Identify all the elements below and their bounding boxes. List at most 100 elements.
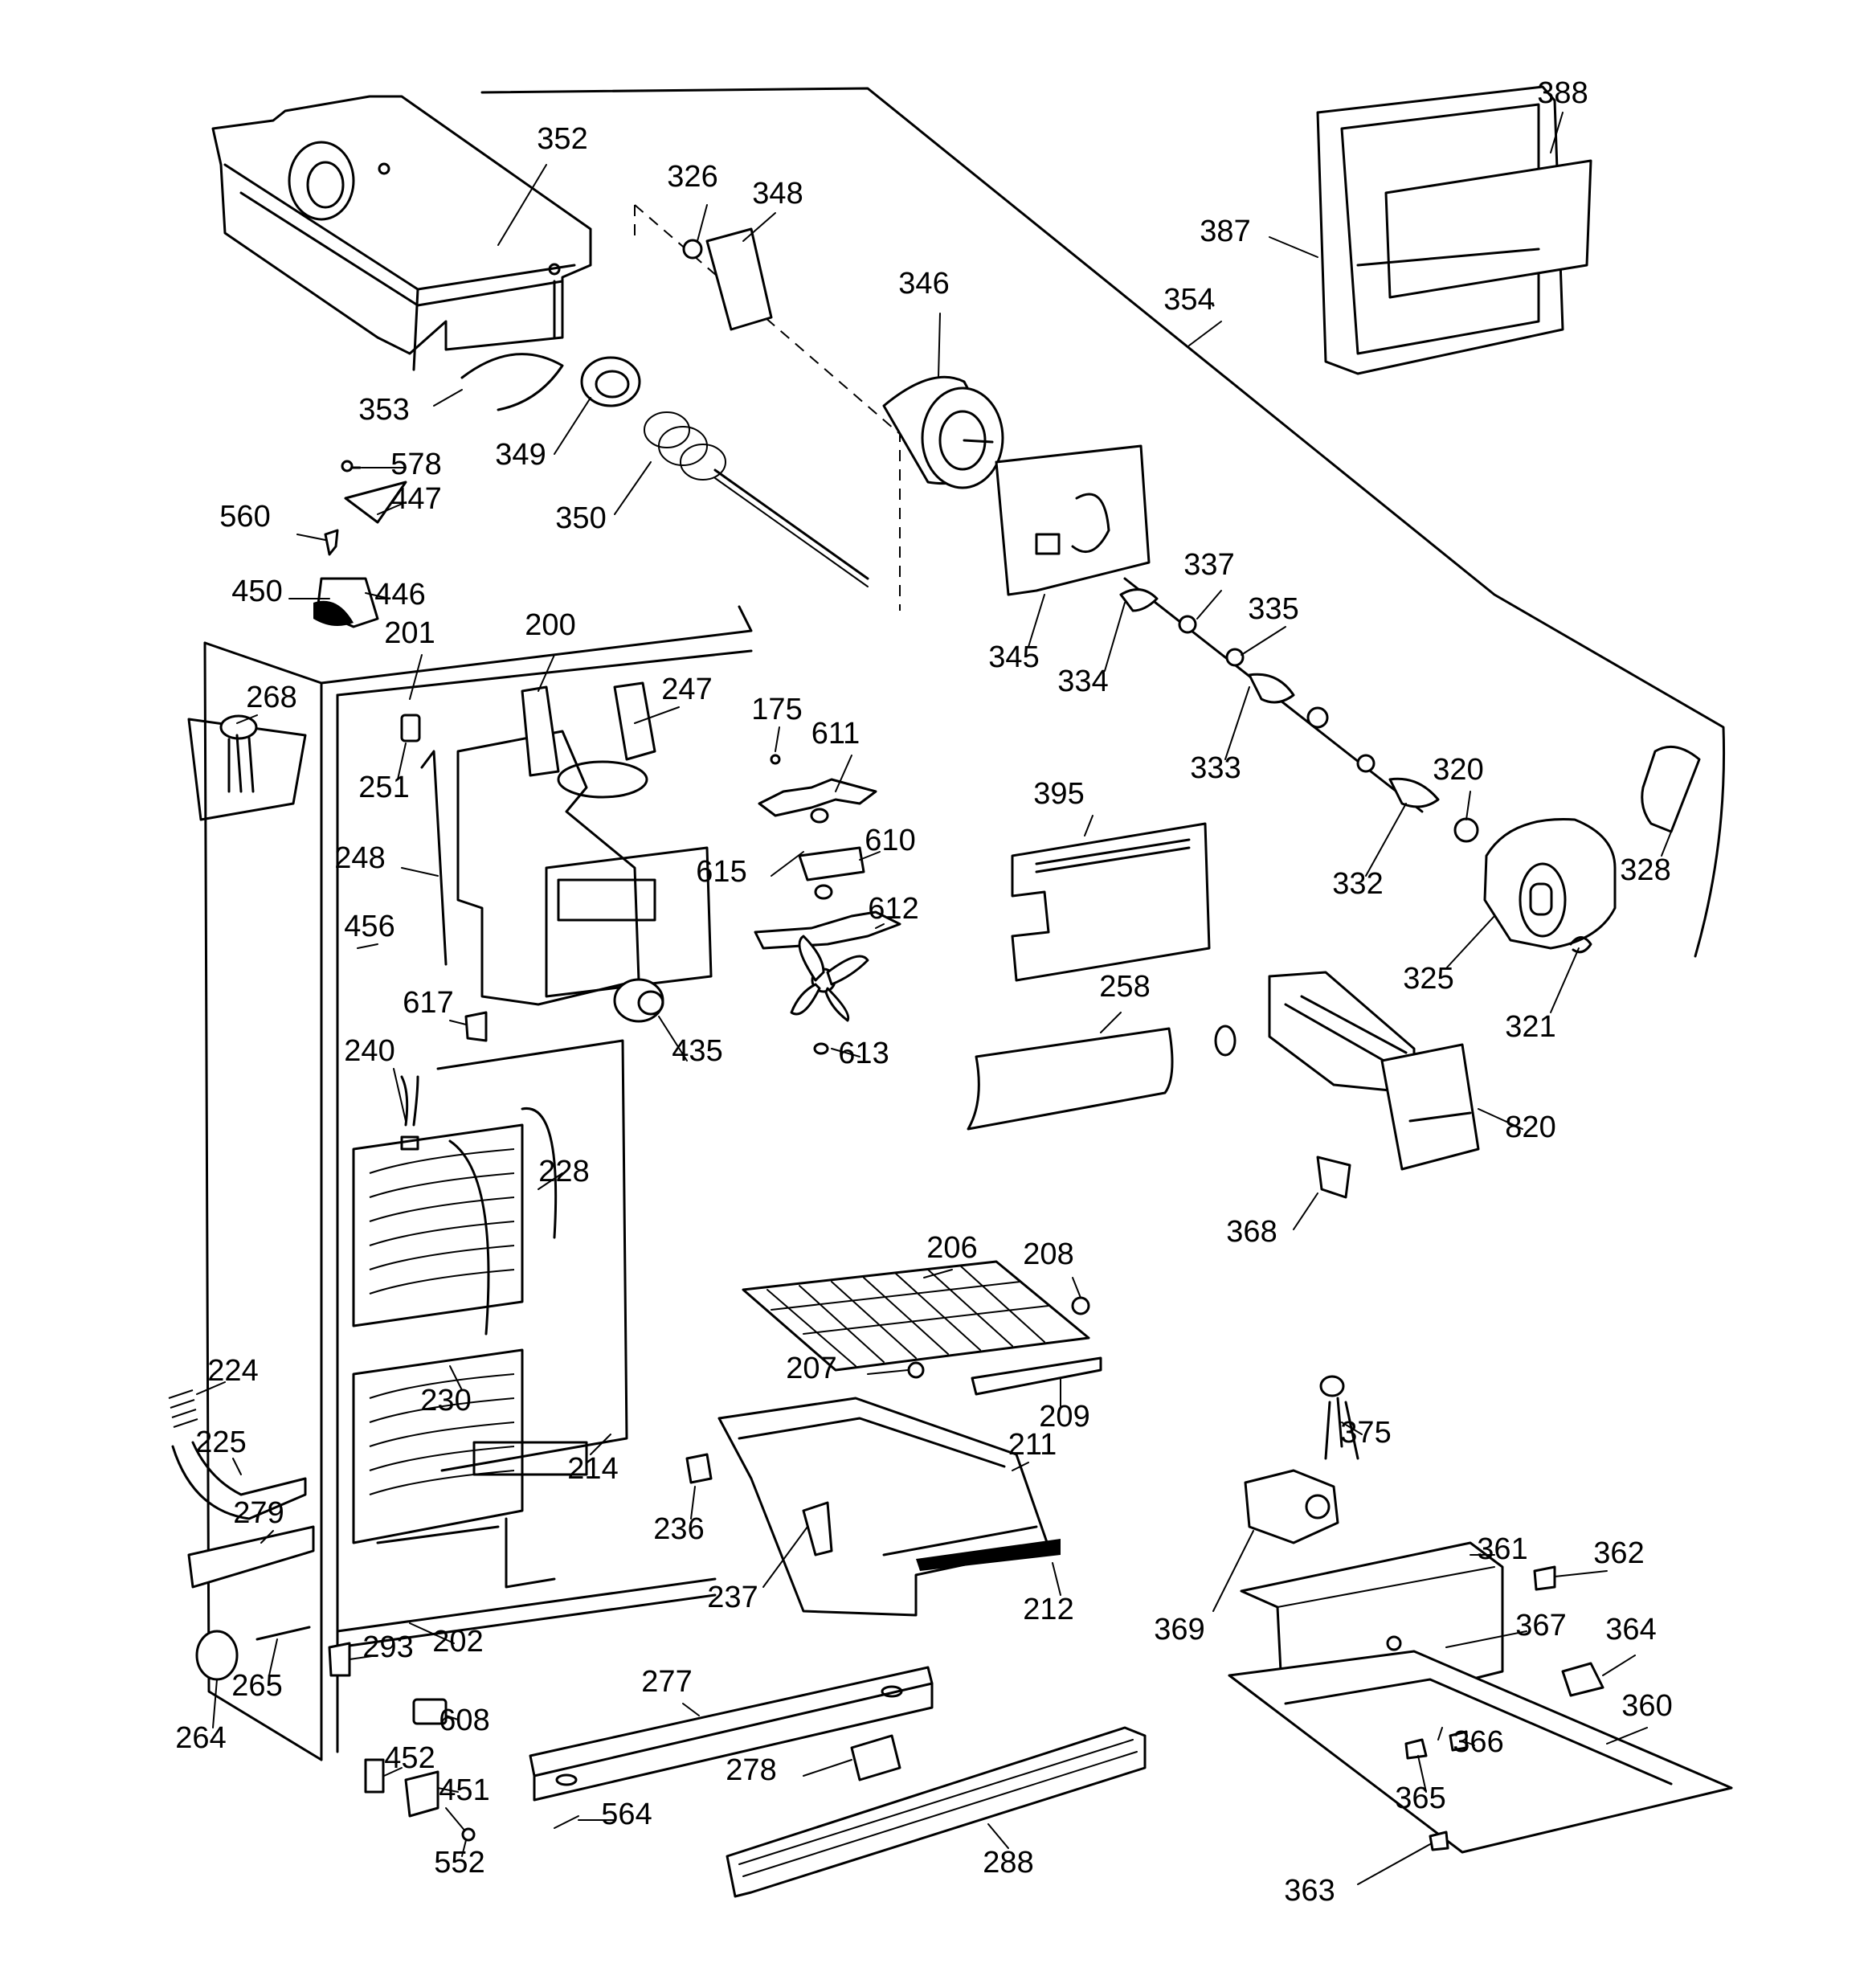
roller-parts <box>195 1626 311 1681</box>
grille-288 <box>726 1726 1147 1898</box>
leader-line-345 <box>1028 594 1045 648</box>
leader-line-207 <box>867 1369 909 1375</box>
part-364 <box>1561 1662 1604 1697</box>
leader-line-211 <box>1012 1462 1029 1471</box>
callout-451: 451 <box>439 1773 489 1807</box>
callout-366: 366 <box>1453 1725 1503 1759</box>
lower-hardware <box>364 1698 476 1842</box>
callout-387: 387 <box>1200 215 1250 248</box>
leader-line-201 <box>409 654 423 700</box>
callout-278: 278 <box>726 1753 776 1787</box>
leader-line-613 <box>831 1048 860 1057</box>
screw-564 <box>554 1815 579 1829</box>
leader-line-552 <box>461 1839 467 1857</box>
callout-361: 361 <box>1477 1532 1527 1566</box>
callout-326: 326 <box>667 160 717 194</box>
leader-line-820 <box>1478 1108 1523 1130</box>
part-363 <box>1429 1831 1449 1851</box>
fan-bracket-set <box>754 754 901 1055</box>
callout-277: 277 <box>641 1665 692 1699</box>
callout-248: 248 <box>334 841 385 875</box>
evaporator <box>352 1039 628 1544</box>
light-socket <box>187 714 307 821</box>
callout-452: 452 <box>384 1741 435 1775</box>
leader-line-321 <box>1550 947 1580 1013</box>
callout-325: 325 <box>1403 962 1453 996</box>
callout-820: 820 <box>1505 1111 1555 1144</box>
callout-365: 365 <box>1395 1781 1445 1815</box>
ice-bucket <box>211 95 592 371</box>
leader-line-236 <box>690 1486 696 1520</box>
shelf-258 <box>967 1027 1174 1131</box>
bracket-368 <box>1316 1156 1351 1199</box>
callout-368: 368 <box>1226 1215 1277 1249</box>
screw-326 <box>682 239 703 260</box>
part-365 <box>1404 1738 1428 1760</box>
callout-224: 224 <box>207 1354 258 1388</box>
leader-line-456 <box>357 943 378 949</box>
base-pan <box>1228 1650 1733 1854</box>
clip-236 <box>685 1453 713 1484</box>
callout-369: 369 <box>1154 1613 1204 1646</box>
leader-line-224 <box>196 1381 226 1395</box>
ice-maker-820 <box>1214 971 1480 1171</box>
callout-353: 353 <box>358 393 409 427</box>
callout-450: 450 <box>231 575 282 608</box>
auger-motor <box>882 375 1004 489</box>
leader-line-200 <box>538 654 555 692</box>
callout-265: 265 <box>231 1669 282 1703</box>
cover-plate-395 <box>1011 822 1211 982</box>
ice-maker-housing <box>1483 818 1617 950</box>
leader-line-214 <box>590 1434 611 1455</box>
damper-bracket-set <box>313 460 407 628</box>
callout-333: 333 <box>1190 751 1241 785</box>
leader-line-617 <box>449 1020 467 1025</box>
callout-447: 447 <box>390 482 441 516</box>
callout-225: 225 <box>195 1426 246 1459</box>
leader-line-337 <box>1196 590 1222 620</box>
leader-line-237 <box>762 1526 808 1588</box>
leader-line-247 <box>634 706 680 724</box>
leader-line-348 <box>742 212 776 242</box>
callout-610: 610 <box>865 824 915 857</box>
leader-line-362 <box>1554 1570 1608 1577</box>
callout-247: 247 <box>661 673 712 706</box>
callout-211: 211 <box>1008 1428 1057 1462</box>
leader-line-349 <box>554 397 591 455</box>
callout-612: 612 <box>868 892 918 926</box>
leader-line-333 <box>1224 686 1250 760</box>
callout-613: 613 <box>838 1037 889 1070</box>
callout-214: 214 <box>567 1452 618 1486</box>
callout-375: 375 <box>1340 1416 1391 1450</box>
leader-line-175 <box>775 726 780 752</box>
leader-line-354 <box>1188 321 1222 346</box>
callout-237: 237 <box>707 1581 758 1614</box>
callout-209: 209 <box>1039 1400 1089 1434</box>
support-237 <box>802 1501 833 1556</box>
leader-line-560 <box>296 534 326 541</box>
clip-321 <box>1569 936 1592 954</box>
callout-264: 264 <box>175 1721 226 1755</box>
cabinet-frame <box>203 605 753 1761</box>
leader-line-264 <box>212 1679 218 1728</box>
callout-201: 201 <box>384 616 435 650</box>
leader-line-364 <box>1602 1655 1636 1676</box>
callout-367: 367 <box>1515 1609 1566 1642</box>
leader-line-240 <box>393 1068 407 1122</box>
callout-251: 251 <box>358 771 409 804</box>
callout-332: 332 <box>1332 867 1383 901</box>
callout-228: 228 <box>538 1155 589 1188</box>
callout-175: 175 <box>751 693 802 726</box>
callout-345: 345 <box>988 640 1039 674</box>
cover-348 <box>705 227 773 331</box>
leader-line-366 <box>1465 1741 1475 1746</box>
clip-208 <box>1071 1296 1090 1315</box>
callout-578: 578 <box>390 448 441 481</box>
leader-line-293 <box>349 1655 378 1660</box>
callout-349: 349 <box>495 438 546 472</box>
wiring-375 <box>1319 1375 1359 1460</box>
callout-362: 362 <box>1593 1536 1644 1570</box>
callout-456: 456 <box>344 910 394 943</box>
leader-line-328 <box>1661 831 1672 857</box>
